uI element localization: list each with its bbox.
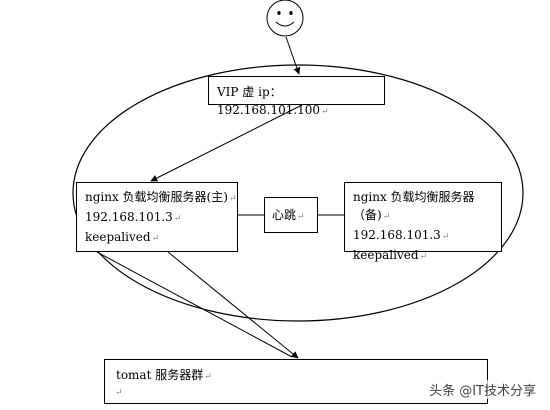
left-to-tomcat-line	[96, 251, 293, 358]
paragraph-mark: ↵	[382, 212, 391, 222]
paragraph-mark: ↵	[115, 388, 123, 398]
smiley-face-icon	[266, 0, 304, 37]
primary-ip: 192.168.101.3	[85, 210, 173, 224]
paragraph-mark: ↵	[173, 214, 182, 224]
paragraph-mark: ↵	[419, 252, 428, 262]
paragraph-mark: ↵	[151, 234, 160, 244]
backup-software: keepalived	[353, 248, 419, 262]
primary-to-tomcat-arrow	[167, 251, 299, 359]
paragraph-mark: ↵	[441, 232, 450, 242]
tomcat-label: tomat 服务器群	[116, 368, 204, 382]
paragraph-mark: ↵	[297, 212, 305, 222]
paragraph-mark: ↵	[228, 194, 237, 204]
backup-nginx-box: nginx 负载均衡服务器（备)↵ 192.168.101.3↵ keepali…	[344, 182, 502, 262]
vip-to-primary-arrow	[150, 104, 303, 182]
heartbeat-label: 心跳	[272, 208, 297, 222]
cluster-ellipse	[72, 64, 524, 322]
paragraph-mark: ↵	[204, 372, 212, 382]
tomcat-cluster-box: tomat 服务器群↵ ↵	[104, 359, 488, 404]
vip-label: VIP 虚 ip：192.168.101.100	[217, 85, 321, 117]
primary-nginx-box: nginx 负载均衡服务器(主)↵ 192.168.101.3↵ keepali…	[76, 182, 238, 252]
paragraph-mark: ↵	[321, 107, 329, 117]
watermark: 头条 @IT技术分享	[427, 380, 538, 399]
primary-title: nginx 负载均衡服务器(主)	[85, 190, 228, 204]
user-to-vip-arrow	[285, 36, 301, 75]
backup-title: nginx 负载均衡服务器（备)	[353, 190, 475, 222]
vip-box: VIP 虚 ip：192.168.101.100↵	[208, 76, 385, 117]
heartbeat-box: 心跳↵	[264, 197, 318, 233]
backup-ip: 192.168.101.3	[353, 228, 441, 242]
primary-software: keepalived	[85, 230, 151, 244]
